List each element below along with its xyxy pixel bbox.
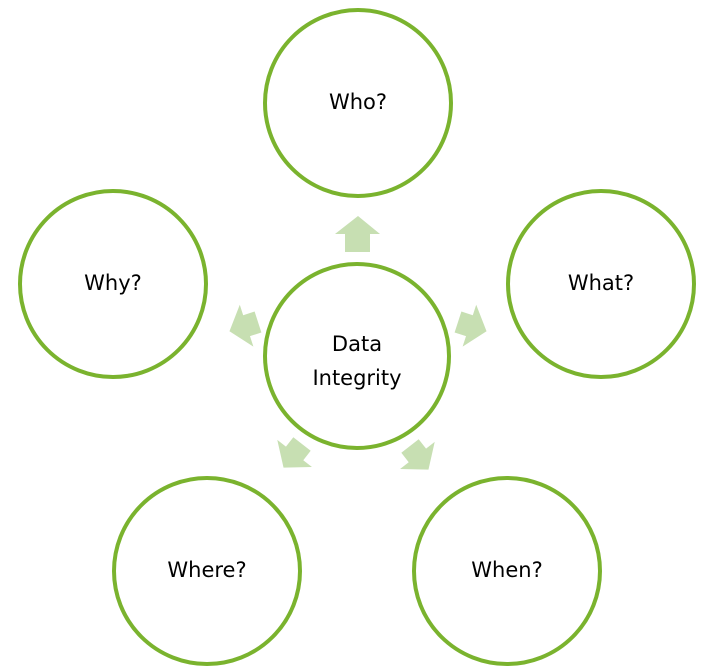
node-who: Who? [263, 8, 453, 198]
arrow-to-where [277, 437, 312, 468]
node-why-ring [18, 189, 208, 379]
arrow-to-what [454, 304, 487, 347]
center-label-line1: Data [332, 332, 382, 356]
center-ring [263, 262, 451, 450]
arrow-to-why [229, 304, 262, 347]
node-where: Where? [112, 476, 302, 666]
node-who-ring [263, 8, 453, 198]
center-label-line2: Integrity [312, 366, 401, 390]
node-when: When? [412, 476, 602, 666]
node-who-label: Who? [329, 90, 387, 114]
node-why: Why? [18, 189, 208, 379]
arrow-to-when [400, 439, 435, 470]
node-where-label: Where? [167, 558, 246, 582]
node-what-label: What? [568, 271, 634, 295]
node-what: What? [506, 189, 696, 379]
connector-arrows [229, 216, 487, 470]
arrow-to-who [335, 216, 380, 252]
center-node: Data Integrity [263, 262, 451, 450]
node-when-label: When? [471, 558, 542, 582]
node-where-ring [112, 476, 302, 666]
node-when-ring [412, 476, 602, 666]
node-what-ring [506, 189, 696, 379]
node-why-label: Why? [84, 271, 142, 295]
